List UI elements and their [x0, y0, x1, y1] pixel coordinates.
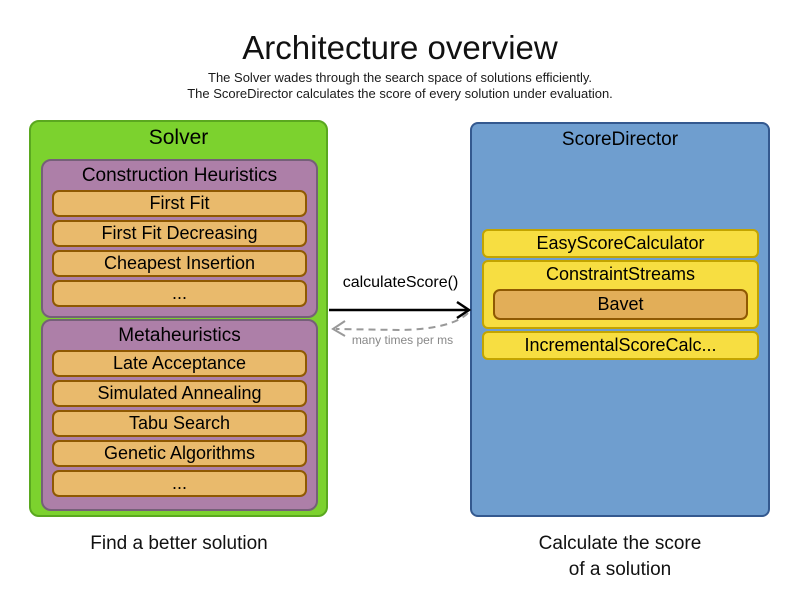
many-times-label: many times per ms	[351, 333, 454, 347]
metaheuristics-title: Metaheuristics	[118, 325, 241, 346]
call-return-arrows	[329, 300, 472, 337]
construction-heuristics-box: Construction Heuristics First Fit First …	[41, 159, 318, 318]
algorithm-item-first-fit-decreasing: First Fit Decreasing	[52, 220, 307, 247]
construction-heuristics-title: Construction Heuristics	[81, 165, 278, 186]
bavet-box: Bavet	[493, 289, 748, 320]
easy-score-calculator-box: EasyScoreCalculator	[482, 229, 759, 258]
algorithm-item-cheapest-insertion: Cheapest Insertion	[52, 250, 307, 277]
algorithm-item-genetic-algorithms: Genetic Algorithms	[52, 440, 307, 467]
return-arrow-line	[335, 312, 469, 332]
algorithm-item-simulated-annealing: Simulated Annealing	[52, 380, 307, 407]
incremental-score-calculator-box: IncrementalScoreCalc...	[482, 331, 759, 360]
algorithm-item-ellipsis: ...	[52, 470, 307, 497]
constraint-streams-box: ConstraintStreams Bavet	[482, 260, 759, 329]
page-title: Architecture overview	[242, 29, 558, 66]
score-director-caption: Calculate the score of a solution	[470, 531, 770, 583]
solver-box: Solver Construction Heuristics First Fit…	[29, 120, 328, 517]
score-director-caption-line-1: Calculate the score	[538, 533, 702, 554]
solver-title: Solver	[148, 126, 209, 149]
constraint-streams-title: ConstraintStreams	[545, 264, 696, 284]
algorithm-item-first-fit: First Fit	[52, 190, 307, 217]
subtitle-line-1: The Solver wades through the search spac…	[208, 70, 592, 85]
call-arrow-head-icon	[456, 300, 472, 320]
metaheuristics-box: Metaheuristics Late Acceptance Simulated…	[41, 319, 318, 511]
score-director-box: ScoreDirector EasyScoreCalculator Constr…	[470, 122, 770, 517]
subtitle-line-2: The ScoreDirector calculates the score o…	[187, 86, 613, 101]
algorithm-item-ellipsis: ...	[52, 280, 307, 307]
algorithm-item-late-acceptance: Late Acceptance	[52, 350, 307, 377]
solver-caption: Find a better solution	[90, 533, 268, 554]
calculate-score-label: calculateScore()	[342, 274, 459, 291]
return-arrow-head-icon	[331, 320, 346, 337]
algorithm-item-tabu-search: Tabu Search	[52, 410, 307, 437]
score-director-title: ScoreDirector	[561, 129, 679, 150]
score-director-caption-line-2: of a solution	[568, 559, 672, 580]
